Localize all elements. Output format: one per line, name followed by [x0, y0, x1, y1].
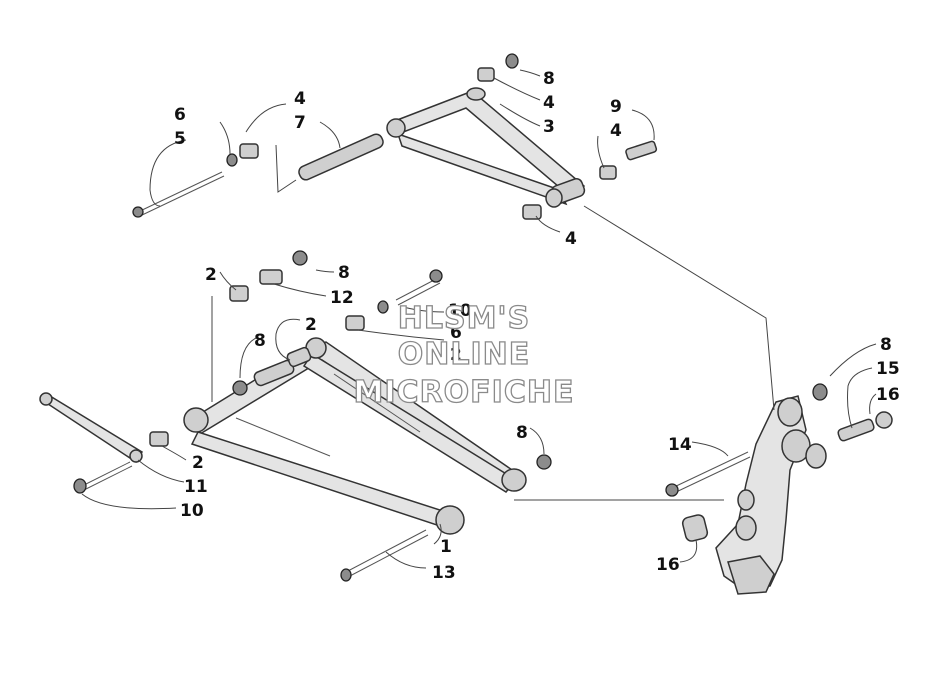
callout-4: 4: [565, 229, 577, 249]
callout-8: 8: [543, 69, 555, 89]
callout-14: 14: [668, 435, 692, 455]
watermark: HLSM'S ONLINE MICROFICHE: [353, 300, 575, 410]
assembly-leaders: [514, 205, 775, 501]
callout-3: 3: [543, 117, 555, 137]
callout-12: 12: [330, 288, 354, 308]
callout-13: 13: [432, 563, 456, 583]
callout-11: 11: [184, 477, 208, 497]
callout-8: 8: [338, 263, 350, 283]
callout-2: 2: [305, 315, 317, 335]
callout-2: 2: [192, 453, 204, 473]
callout-4: 4: [294, 89, 306, 109]
callout-4: 4: [610, 121, 622, 141]
callout-6: 6: [450, 323, 462, 343]
callout-leaders: [81, 69, 877, 569]
callout-16: 16: [876, 385, 900, 405]
callout-9: 9: [610, 97, 622, 117]
callout-10: 10: [448, 301, 472, 321]
callout-10: 10: [180, 501, 204, 521]
upper-a-arm: [386, 87, 586, 208]
upper-arm-hardware: [132, 53, 658, 220]
callout-8: 8: [880, 335, 892, 355]
callout-2: 2: [205, 265, 217, 285]
callout-6: 6: [174, 105, 186, 125]
watermark-line-3: MICROFICHE: [354, 375, 575, 410]
callout-5: 5: [174, 129, 186, 149]
callout-8: 8: [516, 423, 528, 443]
callout-4: 4: [543, 93, 555, 113]
callout-1: 1: [440, 537, 452, 557]
callout-15: 15: [876, 359, 900, 379]
watermark-line-2: ONLINE: [398, 337, 531, 372]
callout-2: 2: [450, 345, 462, 365]
lower-arm-hardware: [39, 250, 552, 582]
spindle-knuckle: [665, 383, 893, 595]
callout-labels: 8 4 3 9 4 4 4 7 6 5 2 8 12 10 6 2 2 8 8 …: [174, 69, 900, 583]
callout-7: 7: [294, 113, 306, 133]
callout-16: 16: [656, 555, 680, 575]
watermark-line-1: HLSM'S: [398, 301, 530, 336]
callout-8: 8: [254, 331, 266, 351]
